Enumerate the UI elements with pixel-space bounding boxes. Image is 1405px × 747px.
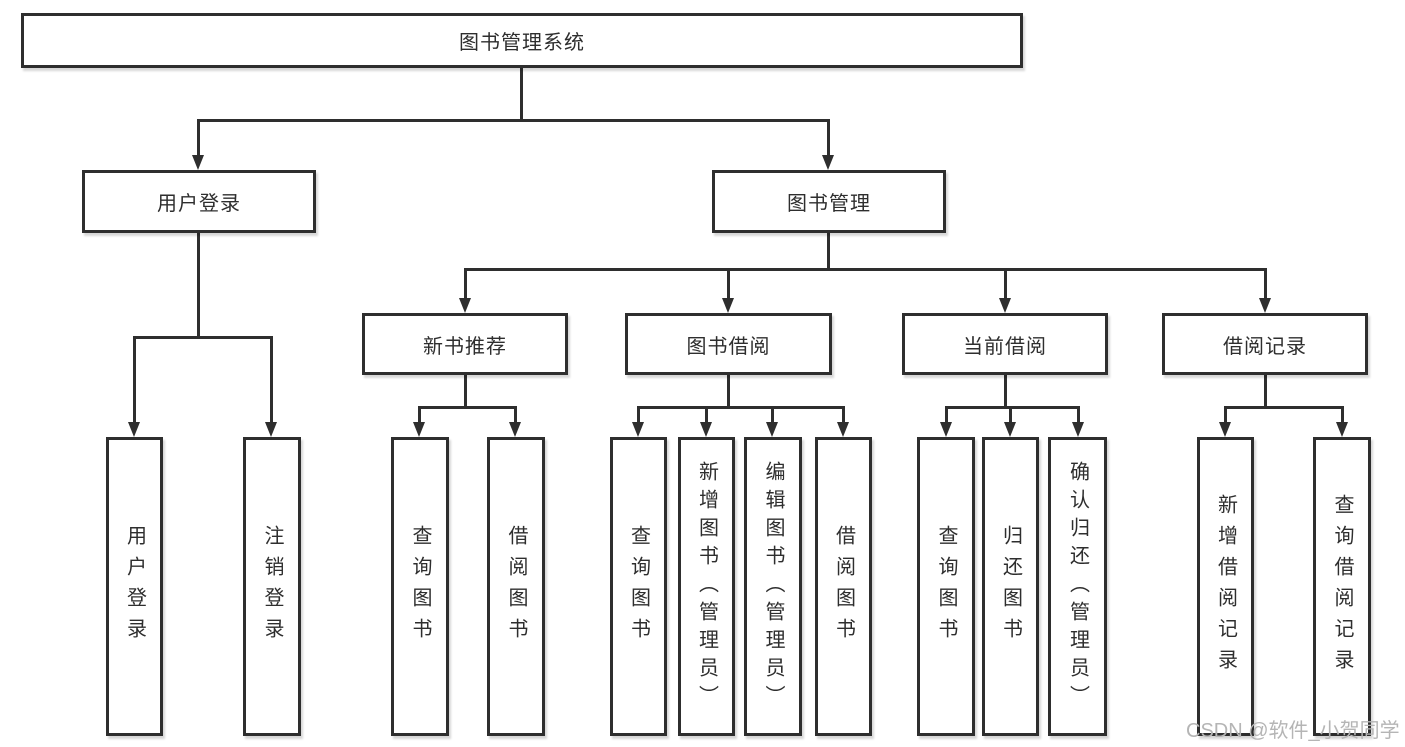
connector-user-login-stem [197, 233, 200, 336]
leaf-return-book: 归还图书 [982, 437, 1039, 736]
arrow-to-leaf-confirm-return [1072, 422, 1084, 437]
node-user-login-label: 用户登录 [157, 193, 241, 215]
node-current-borrow-label: 当前借阅 [963, 335, 1047, 358]
connector-leaf-query-book-borrow-drop [637, 406, 640, 425]
connector-user-login-drop [197, 119, 200, 158]
connector-level2-hline [197, 119, 830, 122]
connector-book-mgmt-stem [827, 233, 830, 268]
connector-leaf-query-record-drop [1341, 406, 1344, 425]
leaf-logout: 注销登录 [243, 437, 301, 736]
watermark-text: CSDN @软件_小贺同学 [1186, 720, 1400, 742]
node-book-borrow-label: 图书借阅 [686, 335, 771, 358]
node-user-login: 用户登录 [82, 170, 316, 233]
arrow-to-leaf-query-book-rec [413, 422, 425, 437]
leaf-query-borrow-record-label: 查询借阅记录 [1331, 493, 1353, 680]
leaf-query-book-borrow-label: 查询图书 [627, 524, 650, 649]
leaf-query-borrow-record: 查询借阅记录 [1313, 437, 1371, 736]
leaf-query-book-rec-label: 查询图书 [409, 524, 431, 649]
connector-new-book-rec-stem [464, 375, 467, 406]
connector-current-borrow-drop [1004, 268, 1007, 301]
arrow-to-leaf-logout [265, 422, 277, 437]
connector-current-borrow-hline [945, 406, 1080, 409]
connector-leaf-query-book-rec-drop [418, 406, 421, 425]
connector-new-book-rec-hline [418, 406, 517, 409]
connector-leaf-query-book-current-drop [945, 406, 948, 425]
leaf-query-book-rec: 查询图书 [391, 437, 449, 736]
connector-leaf-borrow-book-borrow-drop [842, 406, 845, 425]
connector-leaf-edit-book-drop [771, 406, 774, 425]
connector-leaf-return-book-drop [1009, 406, 1012, 425]
node-book-mgmt-label: 图书管理 [787, 193, 871, 215]
node-current-borrow: 当前借阅 [902, 313, 1108, 375]
arrow-to-leaf-query-record [1336, 422, 1348, 437]
leaf-add-book-admin-label: 新增图书（管理员） [695, 460, 718, 713]
arrow-to-leaf-add-record [1219, 422, 1231, 437]
arrow-to-leaf-query-book-borrow [632, 422, 644, 437]
connector-book-mgmt-drop [827, 119, 830, 158]
leaf-add-borrow-record-label: 新增借阅记录 [1214, 493, 1237, 680]
arrow-to-book-mgmt [822, 155, 834, 170]
leaf-borrow-book-rec: 借阅图书 [487, 437, 545, 736]
connector-leaf-add-book-drop [705, 406, 708, 425]
arrow-to-leaf-add-book [700, 422, 712, 437]
leaf-user-login: 用户登录 [106, 437, 163, 736]
connector-book-borrow-drop [727, 268, 730, 301]
leaf-borrow-book-borrow: 借阅图书 [815, 437, 872, 736]
connector-user-login-hline [133, 336, 273, 339]
node-root: 图书管理系统 [21, 13, 1023, 68]
leaf-borrow-book-borrow-label: 借阅图书 [832, 524, 855, 649]
arrow-to-book-borrow [722, 298, 734, 313]
leaf-add-borrow-record: 新增借阅记录 [1197, 437, 1254, 736]
connector-leaf-borrow-book-rec-drop [514, 406, 517, 425]
connector-leaf-add-record-drop [1224, 406, 1227, 425]
node-borrow-record: 借阅记录 [1162, 313, 1368, 375]
connector-current-borrow-stem [1004, 375, 1007, 406]
leaf-confirm-return-admin-label: 确认归还（管理员） [1066, 460, 1089, 713]
leaf-edit-book-admin: 编辑图书（管理员） [744, 437, 802, 736]
leaf-confirm-return-admin: 确认归还（管理员） [1048, 437, 1107, 736]
node-new-book-rec-label: 新书推荐 [423, 335, 507, 358]
connector-leaf-confirm-return-drop [1077, 406, 1080, 425]
connector-borrow-record-hline [1224, 406, 1344, 409]
arrow-to-leaf-borrow-book-borrow [837, 422, 849, 437]
leaf-logout-label: 注销登录 [261, 524, 283, 649]
leaf-user-login-label: 用户登录 [123, 524, 146, 649]
connector-leaf-logout-drop [270, 336, 273, 425]
node-book-mgmt: 图书管理 [712, 170, 946, 233]
leaf-return-book-label: 归还图书 [999, 524, 1022, 649]
connector-book-borrow-stem [727, 375, 730, 406]
node-new-book-rec: 新书推荐 [362, 313, 568, 375]
connector-root-stem [520, 68, 523, 119]
node-root-label: 图书管理系统 [459, 32, 585, 54]
arrow-to-leaf-borrow-book-rec [509, 422, 521, 437]
connector-borrow-record-drop [1264, 268, 1267, 301]
leaf-query-book-borrow: 查询图书 [610, 437, 667, 736]
arrow-to-current-borrow [999, 298, 1011, 313]
connector-book-borrow-hline [637, 406, 845, 409]
arrow-to-leaf-return-book [1004, 422, 1016, 437]
node-book-borrow: 图书借阅 [625, 313, 832, 375]
connector-level3-hline [464, 268, 1267, 271]
leaf-borrow-book-rec-label: 借阅图书 [505, 524, 527, 649]
arrow-to-leaf-query-book-current [940, 422, 952, 437]
arrow-to-borrow-record [1259, 298, 1271, 313]
arrow-to-leaf-user-login [128, 422, 140, 437]
arrow-to-user-login [192, 155, 204, 170]
arrow-to-new-book-rec [459, 298, 471, 313]
connector-leaf-user-login-drop [133, 336, 136, 425]
arrow-to-leaf-edit-book [766, 422, 778, 437]
leaf-edit-book-admin-label: 编辑图书（管理员） [762, 460, 784, 713]
leaf-query-book-current: 查询图书 [917, 437, 975, 736]
connector-new-book-rec-drop [464, 268, 467, 301]
node-borrow-record-label: 借阅记录 [1223, 335, 1307, 358]
leaf-query-book-current-label: 查询图书 [935, 524, 957, 649]
leaf-add-book-admin: 新增图书（管理员） [678, 437, 735, 736]
connector-borrow-record-stem [1264, 375, 1267, 406]
